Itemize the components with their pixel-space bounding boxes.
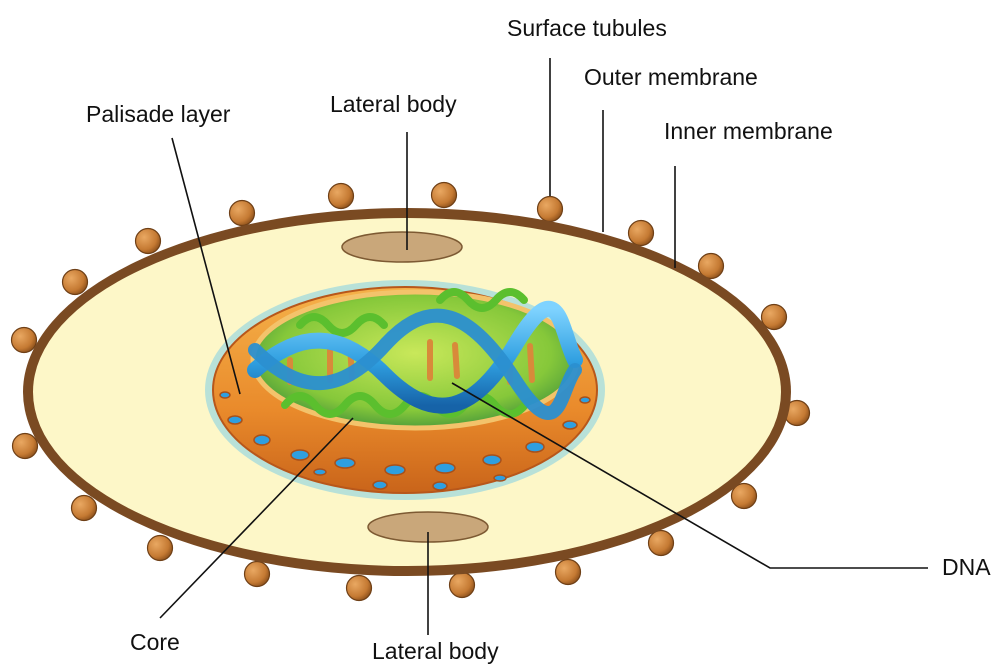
palisade-pore-10 (314, 469, 326, 475)
surface-tubule-10 (556, 560, 581, 585)
label-core: Core (130, 631, 180, 654)
palisade-pore-9 (563, 421, 577, 429)
surface-tubule-11 (450, 573, 475, 598)
palisade-pore-2 (254, 435, 270, 445)
surface-tubule-3 (538, 197, 563, 222)
surface-tubule-14 (148, 536, 173, 561)
surface-tubule-18 (63, 270, 88, 295)
label-inner-membrane: Inner membrane (664, 120, 833, 143)
palisade-pore-13 (494, 475, 506, 481)
label-lateral-body-top: Lateral body (330, 93, 457, 116)
label-dna: DNA (942, 556, 991, 579)
palisade-pore-4 (335, 458, 355, 468)
surface-tubule-2 (432, 183, 457, 208)
surface-tubule-12 (347, 576, 372, 601)
surface-tubule-9 (649, 531, 674, 556)
label-surface-tubules: Surface tubules (507, 17, 667, 40)
label-palisade-layer: Palisade layer (86, 103, 230, 126)
surface-tubule-1 (329, 184, 354, 209)
palisade-pore-3 (291, 450, 309, 460)
palisade-pore-5 (385, 465, 405, 475)
palisade-pore-8 (526, 442, 544, 452)
palisade-pore-1 (228, 416, 242, 424)
surface-tubule-15 (72, 496, 97, 521)
palisade-pore-12 (433, 482, 447, 490)
core (205, 280, 605, 500)
palisade-pore-14 (220, 392, 230, 398)
surface-tubule-20 (230, 201, 255, 226)
surface-tubule-17 (12, 328, 37, 353)
palisade-pore-6 (435, 463, 455, 473)
surface-tubule-6 (762, 305, 787, 330)
label-outer-membrane: Outer membrane (584, 66, 758, 89)
surface-tubule-4 (629, 221, 654, 246)
lateral-body-top (342, 232, 462, 262)
palisade-pore-7 (483, 455, 501, 465)
label-lateral-body-bottom: Lateral body (372, 640, 499, 663)
palisade-pore-11 (373, 481, 387, 489)
palisade-pore-15 (580, 397, 590, 403)
surface-tubule-16 (13, 434, 38, 459)
surface-tubule-19 (136, 229, 161, 254)
surface-tubule-13 (245, 562, 270, 587)
